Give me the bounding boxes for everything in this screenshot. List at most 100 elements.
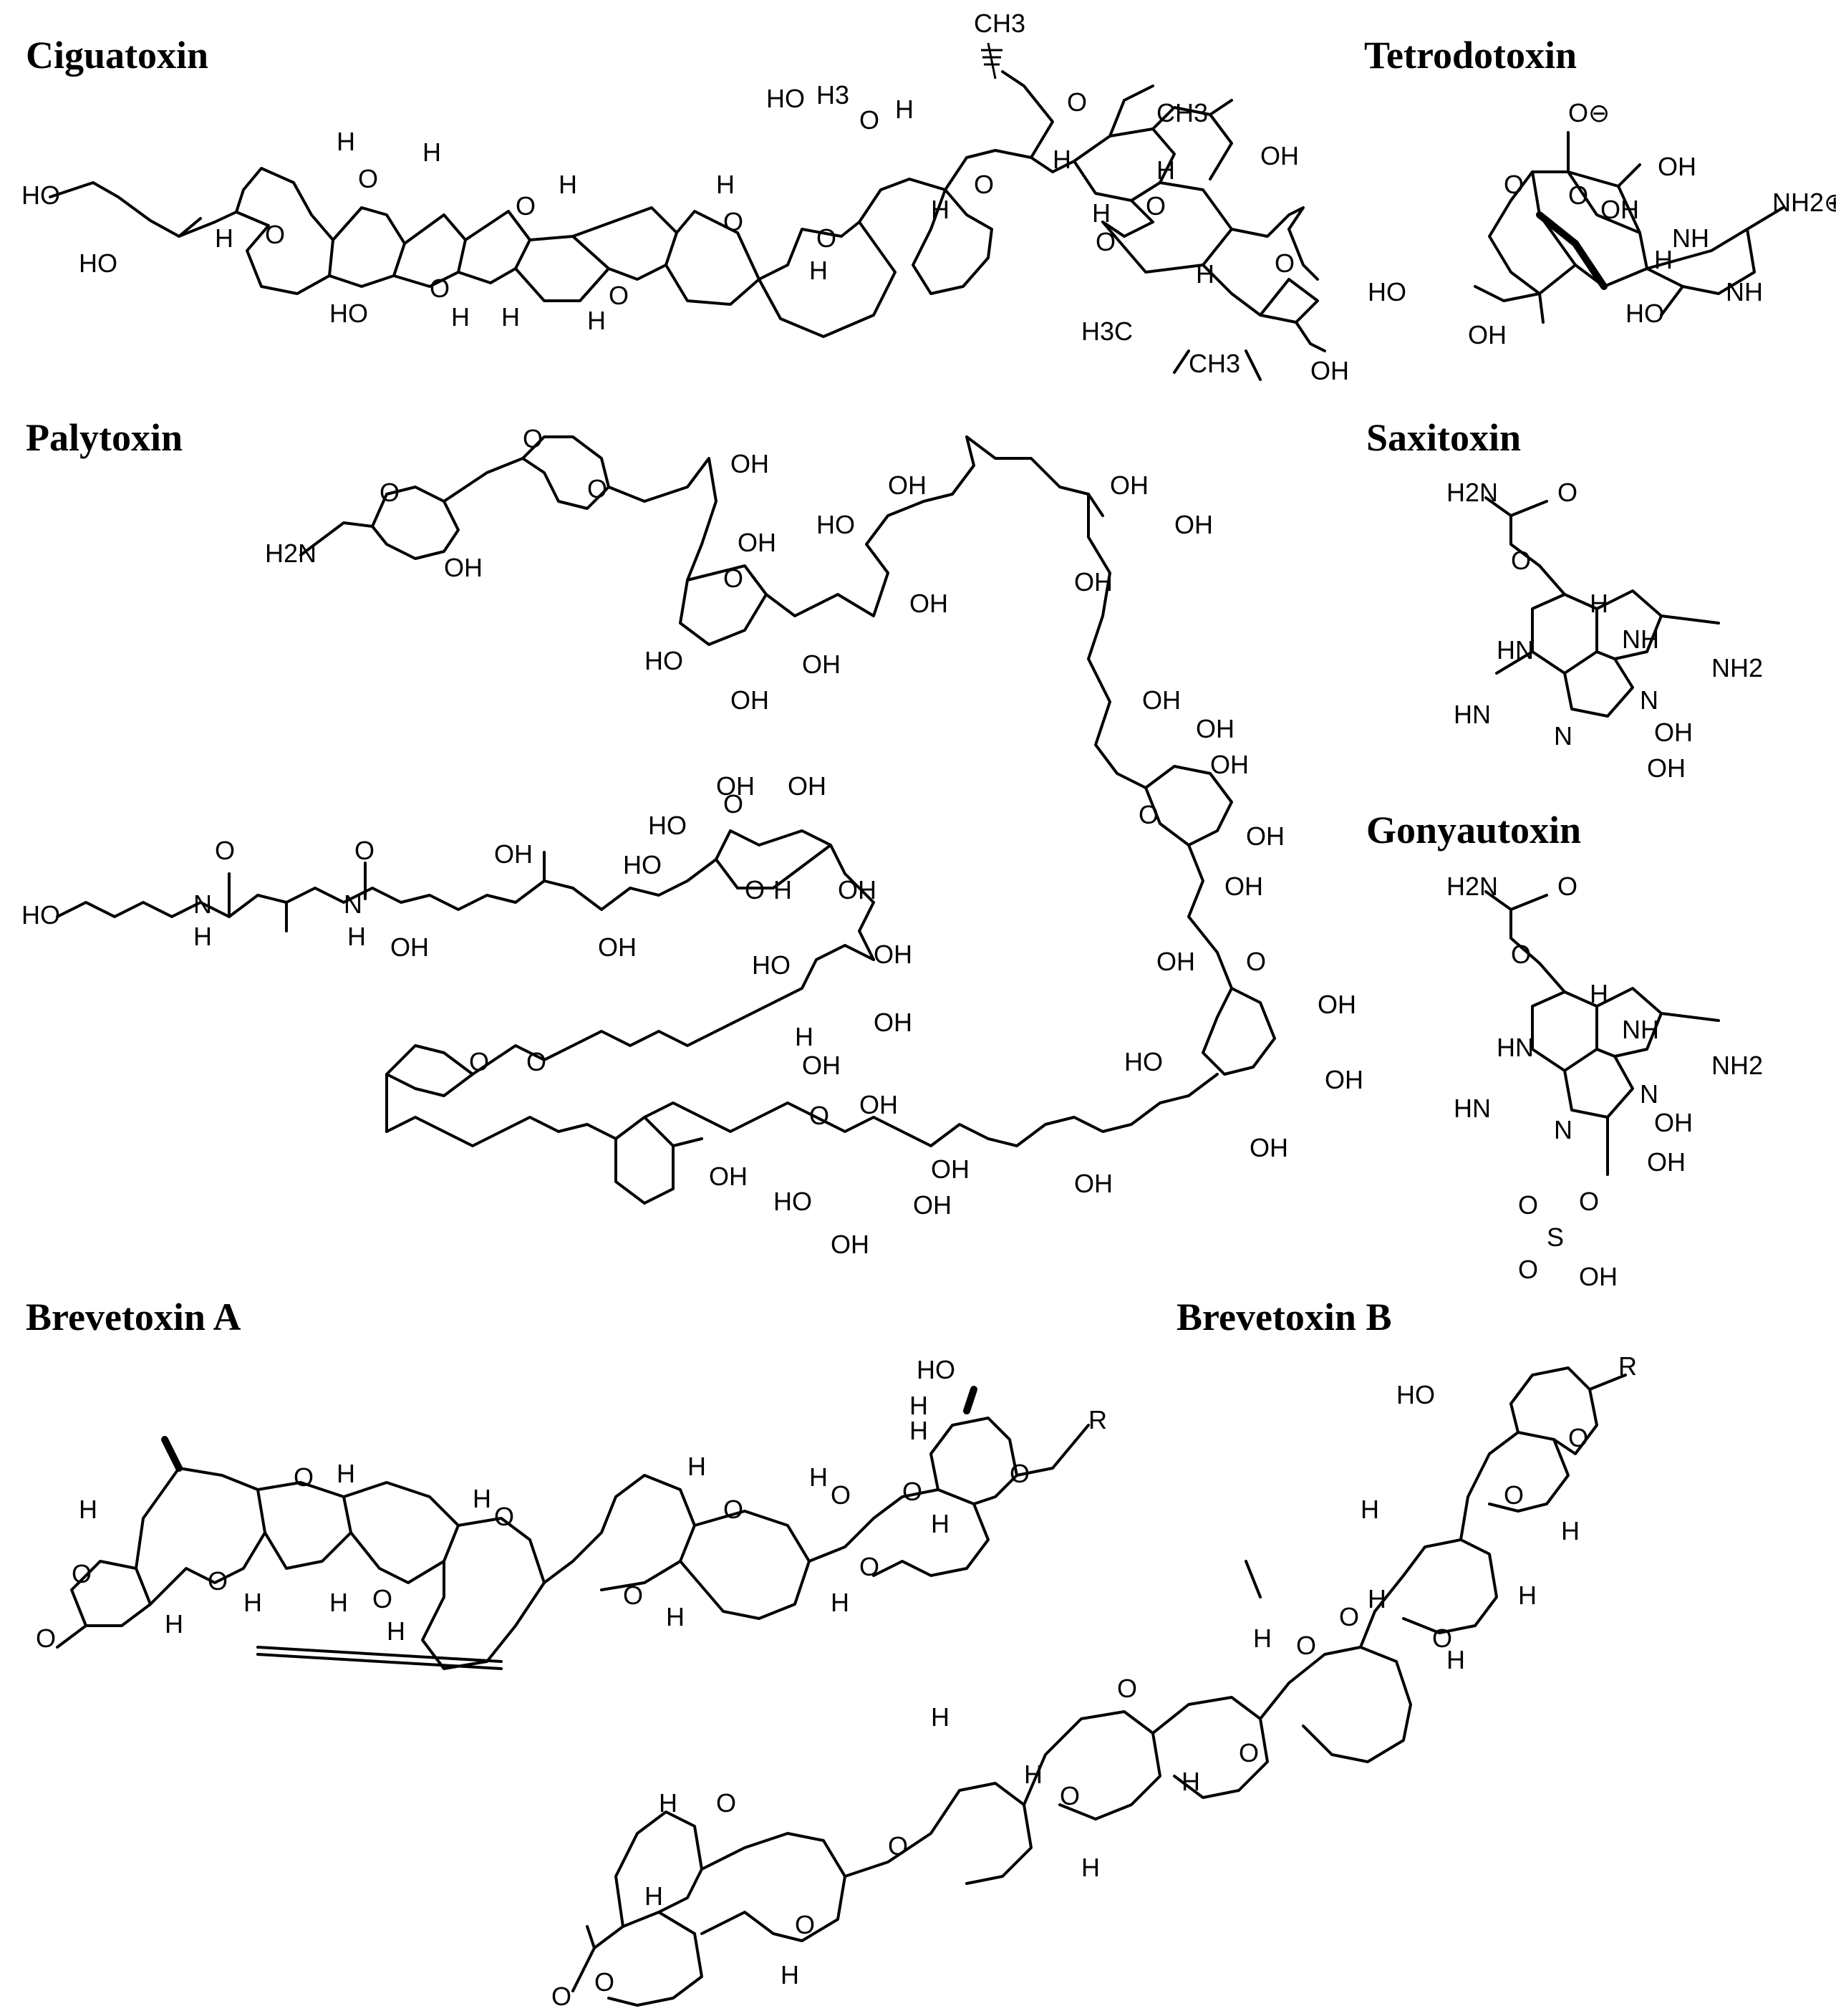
ttx-ho-2: HO xyxy=(1625,299,1664,328)
gtx-o-4: O xyxy=(1518,1190,1538,1220)
cig-ch3-3: CH3 xyxy=(1189,349,1240,378)
ply-oh-30: OH xyxy=(716,771,755,801)
cig-h3: H3 xyxy=(816,80,849,110)
structure-ciguatoxin: HO HO O O O O O O O O O O O O O OH HO HO… xyxy=(21,9,1349,385)
btxb-o-1: O xyxy=(551,1982,571,2011)
btxb-ho: HO xyxy=(1396,1380,1435,1409)
gtx-o-1: O xyxy=(1557,872,1577,901)
cig-h-14: H xyxy=(1156,155,1175,185)
gtx-oh-3: OH xyxy=(1579,1262,1618,1291)
ply-oh-18: OH xyxy=(1325,1065,1363,1094)
btxb-h-12: H xyxy=(1518,1581,1537,1610)
ply-ho-2: HO xyxy=(816,510,855,539)
cig-h-8: H xyxy=(716,170,735,199)
btxb-h-6: H xyxy=(1182,1767,1200,1796)
title-saxitoxin: Saxitoxin xyxy=(1366,416,1522,459)
ply-oh-33: OH xyxy=(598,932,637,962)
btxb-o-4: O xyxy=(795,1910,815,1939)
btxa-h-4: H xyxy=(337,1459,355,1488)
stx-o-1: O xyxy=(1557,478,1577,507)
btxb-h-2: H xyxy=(659,1788,677,1818)
btxa-o-12: O xyxy=(1010,1459,1030,1488)
ply-o-13: O xyxy=(354,836,375,865)
gtx-n-1: N xyxy=(1554,1115,1572,1144)
ply-o-4: O xyxy=(723,564,743,593)
cig-o-3: O xyxy=(430,274,450,303)
cig-o-12: O xyxy=(1146,191,1166,221)
ply-o-7: O xyxy=(809,1101,829,1130)
btxa-o-6: O xyxy=(494,1502,514,1531)
btxa-h-14: H xyxy=(909,1391,928,1420)
ply-h-1: H xyxy=(795,1022,813,1051)
cig-h-13: H xyxy=(1092,198,1111,228)
btxb-h-3: H xyxy=(781,1960,799,1990)
btxa-o-9: O xyxy=(859,1552,879,1581)
btxa-o-5: O xyxy=(372,1584,392,1614)
ply-oh-22: OH xyxy=(859,1090,898,1119)
btxa-o-1: O xyxy=(36,1624,56,1653)
btxa-o-3: O xyxy=(208,1566,228,1596)
cig-o-1: O xyxy=(265,220,285,249)
structure-tetrodotoxin: O⊖ O O OH OH NH2⊕ NH NH H HO OH HO xyxy=(1368,98,1836,349)
ply-oh-9: OH xyxy=(1174,510,1213,539)
gtx-oh-1: OH xyxy=(1654,1108,1693,1137)
cig-h-6: H xyxy=(559,170,577,199)
btxa-h-10: H xyxy=(831,1588,849,1617)
ply-oh-12: OH xyxy=(1196,714,1235,743)
gtx-o-5: O xyxy=(1518,1255,1538,1284)
stx-nh: NH xyxy=(1622,624,1659,654)
cig-ho-1: HO xyxy=(21,180,60,210)
btxb-h-8: H xyxy=(1253,1624,1272,1653)
cig-o-11: O xyxy=(1096,227,1116,256)
title-tetrodotoxin: Tetrodotoxin xyxy=(1364,34,1577,77)
ply-oh-34: OH xyxy=(390,932,429,962)
ply-oh-10: OH xyxy=(1074,567,1113,597)
ply-o-5: O xyxy=(1139,800,1159,829)
btxb-o-6: O xyxy=(1060,1781,1080,1810)
btxa-h-12: H xyxy=(909,1416,928,1445)
cig-h-1: H xyxy=(215,223,233,253)
ply-oh-8: OH xyxy=(1110,471,1149,500)
ply-oh-23: OH xyxy=(709,1162,748,1191)
cig-h-15: H xyxy=(1196,259,1214,289)
cig-h-12: H xyxy=(1053,145,1071,174)
structure-saxitoxin: H2N O O H NH NH2 HN HN N N OH OH xyxy=(1446,478,1763,783)
ply-ho-7: HO xyxy=(623,850,662,879)
ply-oh-14: OH xyxy=(1246,821,1285,851)
ply-oh-16: OH xyxy=(1156,947,1195,976)
cig-ho-3: HO xyxy=(329,299,368,328)
ply-ho-8: HO xyxy=(21,900,60,930)
cig-h-9: H xyxy=(809,256,828,285)
btxb-h-1: H xyxy=(644,1881,663,1911)
structure-gonyautoxin: H2N O O H NH NH2 HN HN N N OH OH O O S O… xyxy=(1446,872,1763,1291)
gtx-o-2: O xyxy=(1511,940,1531,969)
cig-ch3-1: CH3 xyxy=(1156,98,1208,127)
btxb-o-7: O xyxy=(1117,1674,1137,1703)
btxa-ho: HO xyxy=(917,1355,955,1384)
btxa-h-3: H xyxy=(243,1588,262,1617)
btxa-o-11: O xyxy=(902,1477,922,1506)
btxb-h-11: H xyxy=(1361,1495,1379,1524)
ply-oh-26: OH xyxy=(802,1051,841,1080)
stx-n-2: N xyxy=(1640,685,1658,715)
ttx-nh2-plus: NH2⊕ xyxy=(1772,188,1836,217)
ttx-nh-2: NH xyxy=(1726,277,1763,307)
btxb-h-10: H xyxy=(1446,1645,1465,1674)
btxb-h-4: H xyxy=(931,1702,950,1732)
stx-oh-2: OH xyxy=(1647,753,1686,783)
gtx-hn-1: HN xyxy=(1497,1033,1534,1062)
cig-h-3: H xyxy=(422,138,441,167)
structure-brevetoxin-b: O O H O H O H O H O H O O H H O H H O H … xyxy=(551,1351,1637,2011)
btxb-o-5: O xyxy=(888,1831,908,1861)
ply-oh-1: OH xyxy=(444,553,483,582)
cig-h-7: H xyxy=(587,306,606,335)
cig-o-2: O xyxy=(358,164,378,193)
gtx-hn-2: HN xyxy=(1454,1094,1491,1123)
gtx-nh: NH xyxy=(1622,1015,1659,1044)
ply-n-1: N xyxy=(344,889,362,919)
title-ciguatoxin: Ciguatoxin xyxy=(26,34,209,77)
structure-palytoxin: H2N O O O OH OH OH O HO OH OH OH HO OH O… xyxy=(21,424,1363,1259)
ply-ho-3: HO xyxy=(1124,1047,1163,1076)
ttx-o-2: O xyxy=(1568,180,1588,210)
cig-h-11: H xyxy=(931,195,950,224)
